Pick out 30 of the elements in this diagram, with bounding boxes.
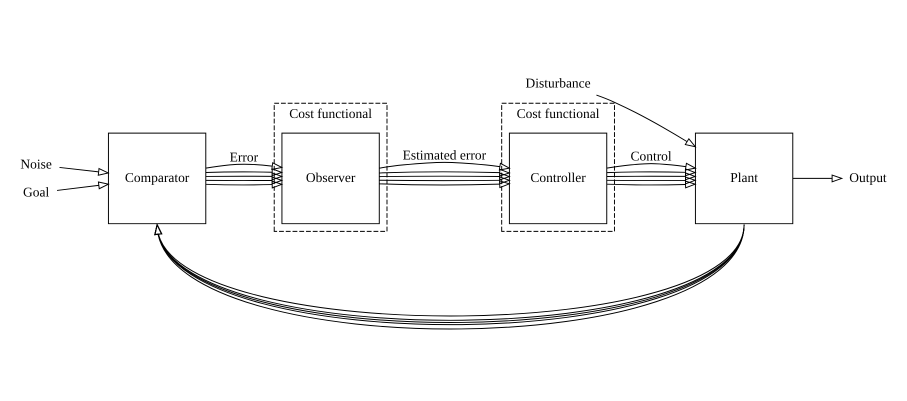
- arrow: [205, 168, 284, 176]
- arrow: [378, 172, 511, 180]
- node-text: Disturbance: [526, 75, 591, 90]
- arrow: [59, 166, 110, 176]
- node-box: Controller: [508, 132, 608, 224]
- arrow: [606, 162, 697, 170]
- arrow: [205, 176, 284, 184]
- arrow: [606, 172, 697, 180]
- arrow: [56, 180, 110, 190]
- node-text: Output: [849, 169, 887, 184]
- edge-label: Control: [630, 148, 672, 163]
- arrow: [378, 161, 511, 170]
- edge-label: Error: [230, 148, 258, 164]
- edge-label: Estimated error: [402, 146, 486, 162]
- node-box: Observer: [281, 132, 380, 224]
- node-box: Plant: [694, 132, 794, 224]
- arrow: [205, 172, 284, 180]
- arrow: [378, 180, 511, 188]
- arrow: [596, 94, 697, 147]
- arrow: [606, 168, 697, 176]
- node-text: Noise: [20, 156, 52, 171]
- arrow: [606, 176, 697, 184]
- arrow: [606, 180, 697, 188]
- arrow: [205, 180, 284, 188]
- node-text: Goal: [23, 184, 50, 199]
- arrow: [378, 176, 511, 184]
- arrow: [378, 168, 511, 176]
- arrow: [205, 162, 284, 170]
- node-box: Comparator: [108, 132, 206, 224]
- arrow: [792, 174, 844, 182]
